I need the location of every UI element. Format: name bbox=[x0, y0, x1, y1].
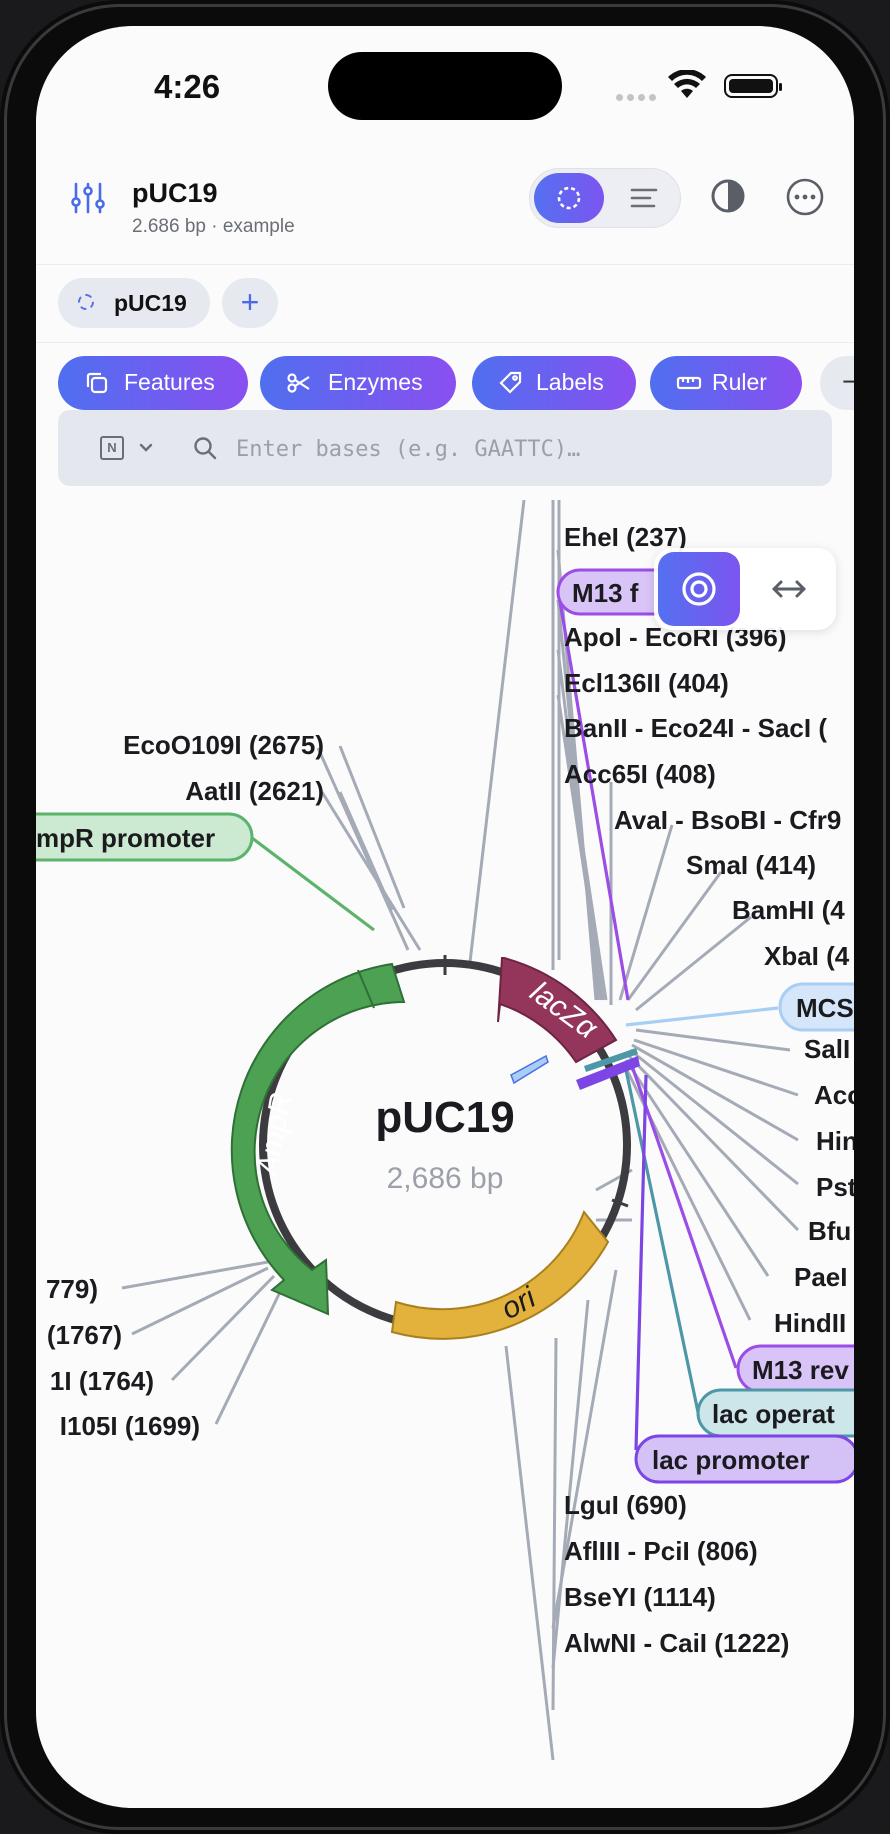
feature-ori[interactable] bbox=[390, 1210, 610, 1340]
feature-lacz[interactable] bbox=[497, 957, 618, 1064]
enzyme-leaders bbox=[121, 499, 800, 1761]
enzyme-alwni-caii[interactable]: AlwNI - CaiI (1222) bbox=[564, 1628, 789, 1658]
tab-puc19[interactable]: pUC19 bbox=[58, 278, 210, 328]
circular-view-icon bbox=[557, 186, 581, 210]
tag-icon bbox=[499, 371, 522, 394]
svg-text:mpR promoter: mpR promoter bbox=[36, 823, 215, 853]
dynamic-island bbox=[328, 52, 562, 120]
circular-view-button[interactable] bbox=[534, 173, 604, 223]
linear-view-icon bbox=[630, 188, 658, 208]
circular-sequence-icon bbox=[78, 294, 94, 310]
plasmid-map[interactable]: AmpR lacZα ori pUC19 2,686 bp EheI (237)… bbox=[36, 499, 854, 1790]
labels-chip-label: Labels bbox=[536, 369, 604, 395]
ruler-chip-label: Ruler bbox=[712, 369, 767, 395]
contrast-icon[interactable] bbox=[708, 176, 748, 216]
enzyme-avai-bsobi-cfr9[interactable]: AvaI - BsoBI - Cfr9 bbox=[614, 805, 841, 835]
enzyme-1764[interactable]: 1I (1764) bbox=[50, 1366, 154, 1396]
signal-icon bbox=[616, 88, 660, 106]
status-time: 4:26 bbox=[154, 68, 221, 105]
svg-text:M13 f: M13 f bbox=[572, 578, 639, 608]
plasmid-length: 2,686 bp bbox=[387, 1162, 504, 1195]
wifi-icon bbox=[668, 70, 706, 98]
search-icon bbox=[194, 437, 217, 460]
backbone-ticks bbox=[443, 955, 629, 1208]
features-chip-label: Features bbox=[124, 369, 215, 395]
enzyme-ecoo109i[interactable]: EcoO109I (2675) bbox=[123, 730, 324, 760]
view-mode-toggle bbox=[529, 168, 681, 228]
svg-text:lac promoter: lac promoter bbox=[652, 1445, 810, 1475]
enzyme-afliii-pcii[interactable]: AflIII - PciI (806) bbox=[564, 1536, 758, 1566]
enzyme-smai[interactable]: SmaI (414) bbox=[686, 850, 816, 880]
features-chip[interactable]: Features bbox=[58, 356, 248, 410]
scissors-icon bbox=[287, 373, 310, 393]
tab-label: pUC19 bbox=[114, 290, 187, 316]
status-bar: 4:26 bbox=[36, 26, 854, 146]
copy-icon bbox=[86, 372, 108, 394]
svg-text:MCS: MCS bbox=[796, 993, 854, 1023]
feature-ampr[interactable] bbox=[230, 962, 406, 1316]
search-mode-icon[interactable]: N bbox=[100, 436, 124, 460]
enzyme-lgui[interactable]: LguI (690) bbox=[564, 1490, 687, 1520]
more-icon[interactable] bbox=[784, 176, 826, 218]
label-ampr-promoter[interactable]: mpR promoter bbox=[36, 812, 254, 862]
ruler-icon bbox=[676, 376, 702, 390]
enzyme-bfu[interactable]: Bfu bbox=[808, 1216, 851, 1246]
enzyme-acc65i[interactable]: Acc65I (408) bbox=[564, 759, 716, 789]
enzyme-1767[interactable]: (1767) bbox=[47, 1320, 122, 1350]
app-header: pUC19 2.686 bp · example bbox=[36, 156, 854, 265]
enzyme-ehei[interactable]: EheI (237) bbox=[564, 522, 687, 552]
arrows-horizontal-icon bbox=[772, 580, 806, 598]
plasmid-map-canvas: AmpR lacZα ori pUC19 2,686 bp EheI (237)… bbox=[36, 499, 854, 1761]
enzyme-1779[interactable]: 779) bbox=[46, 1274, 98, 1304]
enzyme-xbai[interactable]: XbaI (4 bbox=[764, 941, 850, 971]
search-input[interactable] bbox=[234, 428, 798, 470]
battery-icon bbox=[724, 74, 782, 98]
map-view-toggle bbox=[654, 548, 836, 630]
enzyme-acc[interactable]: Acc bbox=[814, 1080, 854, 1110]
sequence-tabs: pUC19 + bbox=[36, 264, 854, 343]
sequence-title: pUC19 bbox=[132, 178, 218, 208]
linear-view-button[interactable] bbox=[612, 173, 676, 223]
app-screen: 4:26 pUC19 2.686 bp · example bbox=[36, 26, 854, 1808]
sliders-icon[interactable] bbox=[68, 178, 108, 218]
enzyme-bamhi[interactable]: BamHI (4 bbox=[732, 895, 845, 925]
label-lac-promoter[interactable]: lac promoter bbox=[634, 1434, 854, 1484]
feature-mcs[interactable] bbox=[510, 1054, 549, 1085]
enzyme-sali[interactable]: SalI bbox=[804, 1034, 850, 1064]
feature-lac-operator[interactable] bbox=[584, 1048, 638, 1072]
svg-text:lac operat: lac operat bbox=[712, 1399, 835, 1429]
label-lac-operator[interactable]: lac operat bbox=[696, 1388, 854, 1438]
enzymes-chip-label: Enzymes bbox=[328, 369, 423, 395]
chevron-down-icon[interactable] bbox=[138, 436, 154, 460]
enzyme-hin[interactable]: Hin bbox=[816, 1126, 854, 1156]
ampr-divider bbox=[357, 969, 375, 1009]
feature-lac-promoter[interactable] bbox=[576, 1056, 640, 1090]
target-icon bbox=[682, 572, 716, 606]
enzyme-aatii[interactable]: AatII (2621) bbox=[185, 776, 324, 806]
enzyme-hindii[interactable]: HindII bbox=[774, 1308, 846, 1338]
ruler-chip[interactable]: Ruler bbox=[650, 356, 802, 410]
label-mcs[interactable]: MCS bbox=[778, 982, 854, 1032]
enzyme-paei[interactable]: PaeI bbox=[794, 1262, 848, 1292]
more-chip[interactable]: − bbox=[820, 356, 854, 410]
plasmid-name: pUC19 bbox=[375, 1093, 514, 1142]
labels-chip[interactable]: Labels bbox=[472, 356, 636, 410]
enzyme-bseyi[interactable]: BseYI (1114) bbox=[564, 1582, 716, 1612]
layer-chips: Features Enzymes Labels Ruler − bbox=[36, 342, 854, 424]
label-m13f[interactable]: M13 f bbox=[556, 568, 680, 616]
svg-text:M13 rev: M13 rev bbox=[752, 1355, 849, 1385]
feature-leaders bbox=[251, 589, 779, 1451]
target-view-button[interactable] bbox=[658, 552, 740, 626]
enzyme-banii-eco24i-saci[interactable]: BanII - Eco24I - SacI ( bbox=[564, 713, 827, 743]
enzyme-ecl136ii[interactable]: Ecl136II (404) bbox=[564, 668, 729, 698]
enzymes-chip[interactable]: Enzymes bbox=[260, 356, 456, 410]
sequence-search: N bbox=[58, 410, 832, 486]
sequence-subtitle: 2.686 bp · example bbox=[132, 216, 295, 237]
label-m13-rev[interactable]: M13 rev bbox=[736, 1344, 854, 1394]
enzyme-1699[interactable]: I105I (1699) bbox=[60, 1411, 200, 1441]
expand-horizontal-button[interactable] bbox=[754, 562, 824, 616]
enzyme-pst[interactable]: Pst bbox=[816, 1172, 854, 1202]
add-sequence-button[interactable]: + bbox=[222, 278, 278, 328]
